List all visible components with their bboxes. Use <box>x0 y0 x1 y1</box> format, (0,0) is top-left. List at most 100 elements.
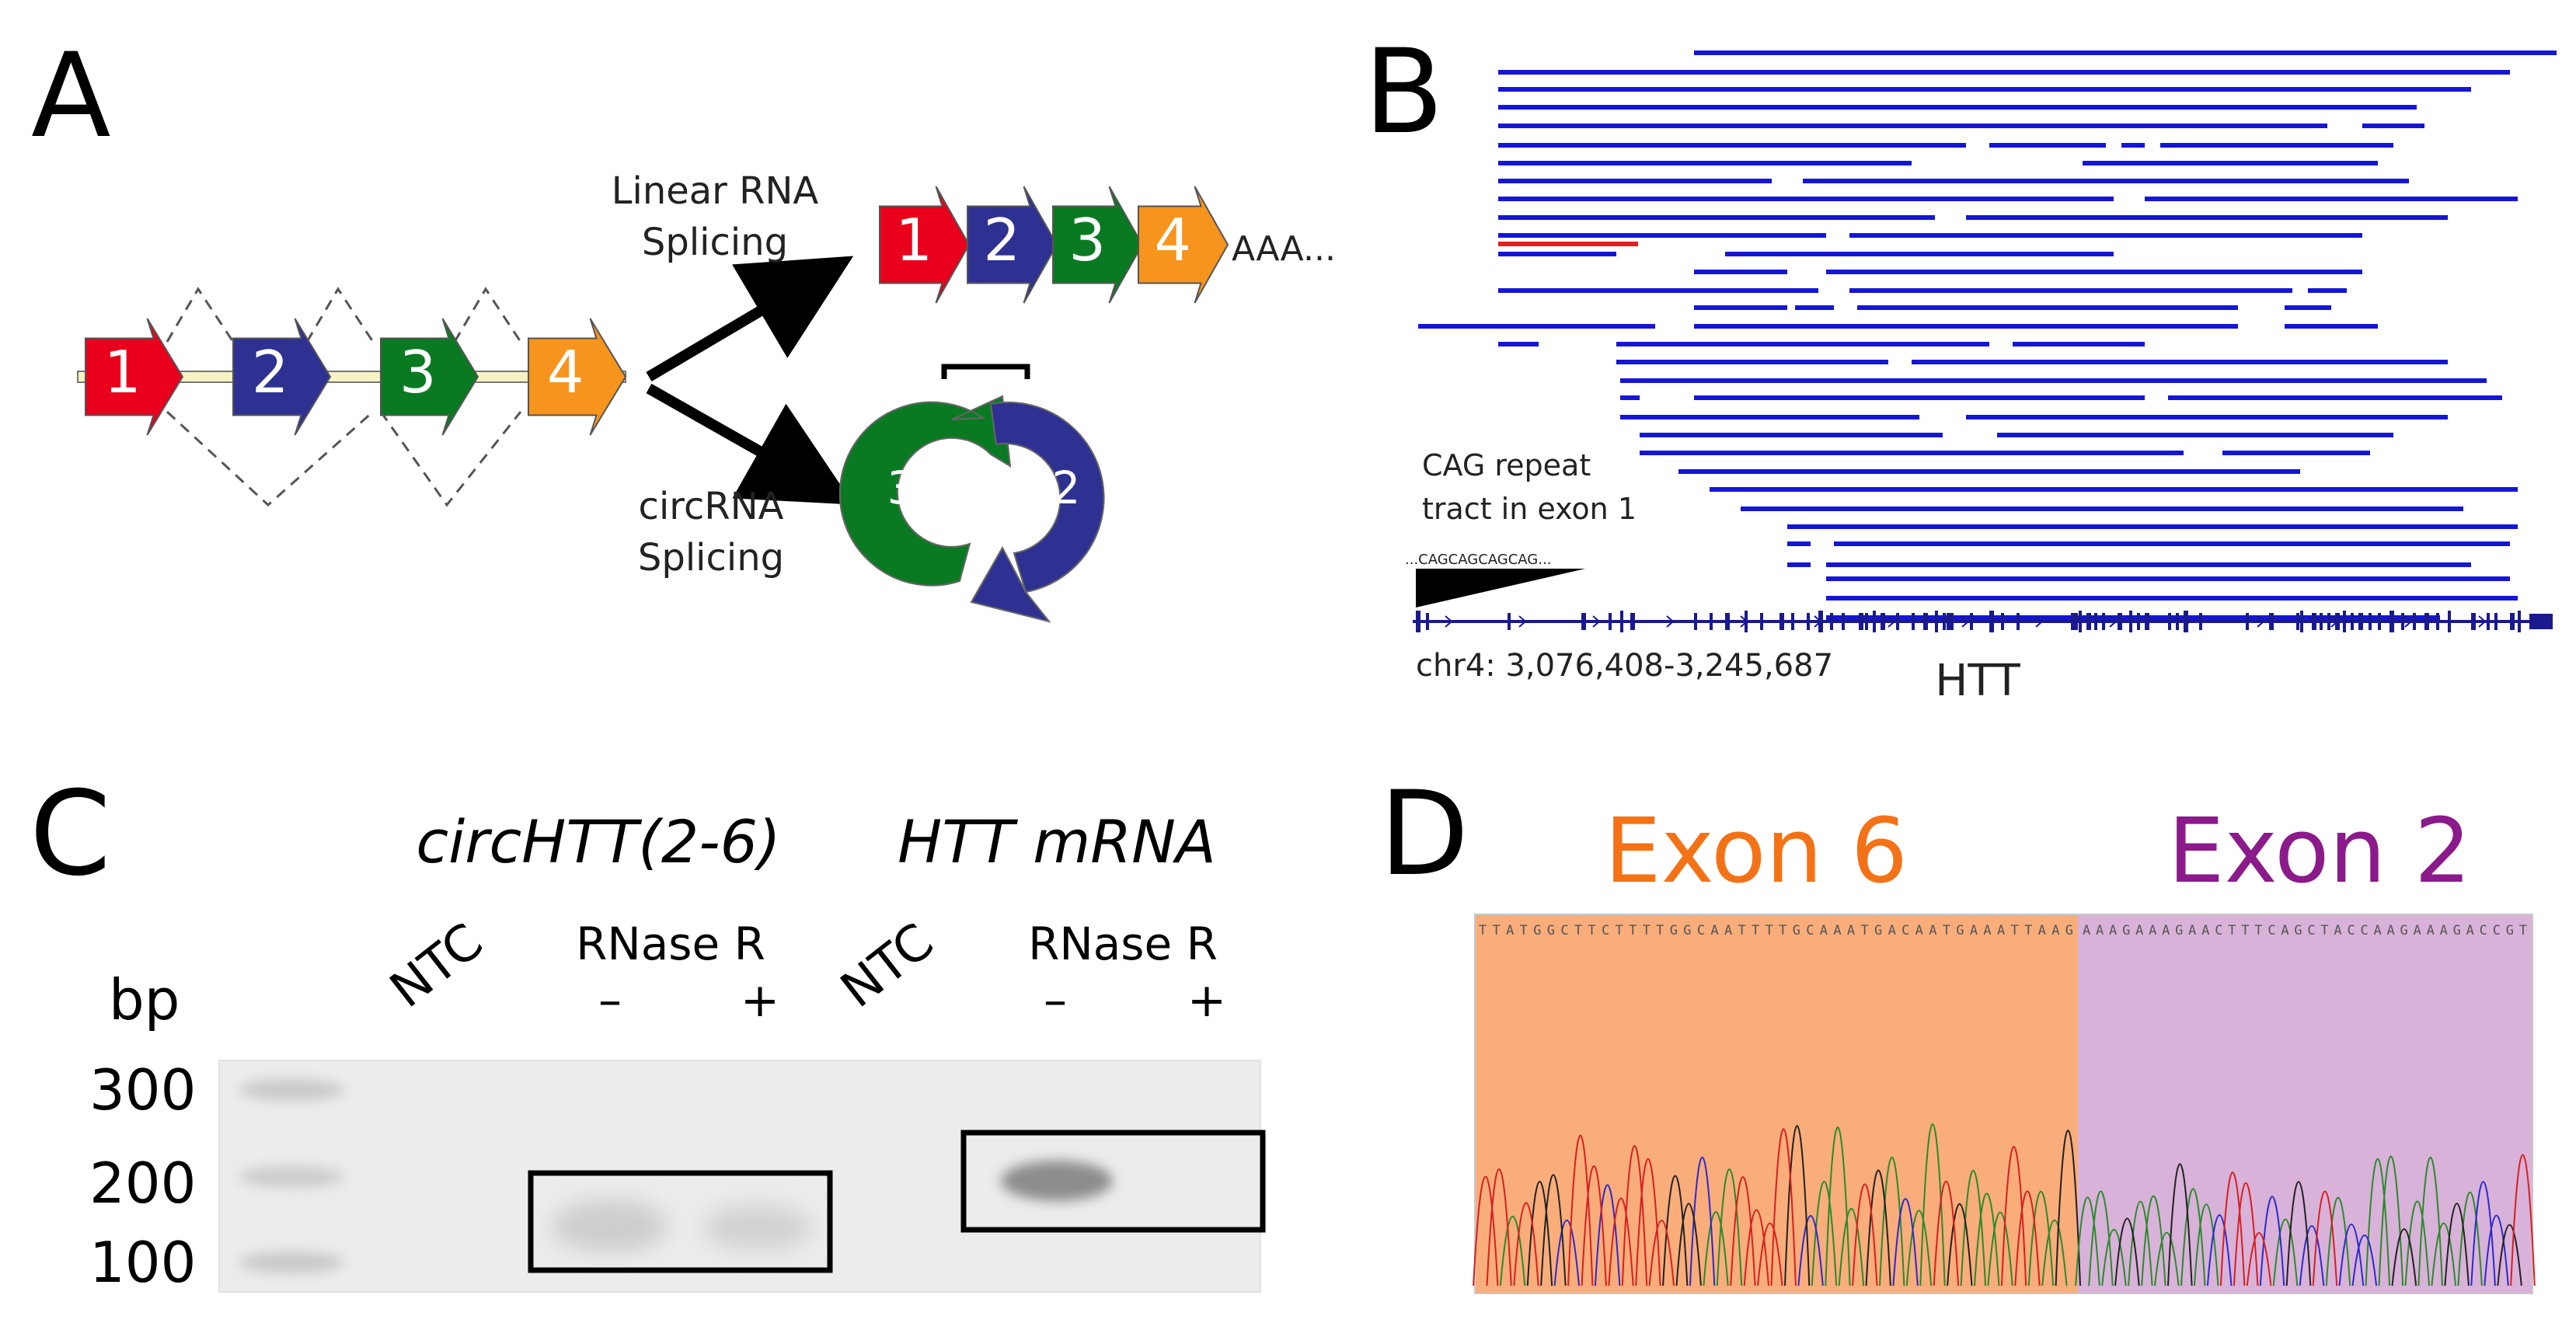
sequencing-read <box>1498 70 2510 75</box>
sequencing-read <box>1498 252 1616 256</box>
sequencing-read <box>1620 415 1919 420</box>
ladder-300: 300 <box>89 1057 196 1123</box>
gene-exon <box>1818 611 1823 632</box>
sequencing-read <box>1787 524 2518 529</box>
sequencing-read <box>1826 270 2362 274</box>
ntc-label-1: NTC <box>380 913 493 1019</box>
gene-exon <box>1791 613 1794 630</box>
sequencing-read <box>1834 541 2510 546</box>
sequencing-read <box>1849 233 2362 238</box>
sequencing-read <box>1418 324 1655 329</box>
linear-exon-1: 1 <box>879 186 971 304</box>
gene-exon <box>2448 611 2451 632</box>
trace-C <box>1553 1156 1919 1286</box>
plus-label-2: + <box>1187 973 1226 1028</box>
panel-d: D Exon 6 Exon 2 TTATGGCTTCTTTTGGCAATTTTG… <box>1379 767 2536 1294</box>
pre-exon-1: 1 <box>85 318 184 436</box>
sequencing-read <box>1989 143 2106 148</box>
gene-exon <box>2369 613 2372 630</box>
trace-A <box>1499 1123 2068 1286</box>
exon6-label: Exon 6 <box>1605 799 1908 903</box>
intron-chevron <box>1888 615 1896 628</box>
band-htt-mrna-minus <box>1001 1161 1113 1201</box>
gene-exon <box>1581 613 1586 630</box>
minus-label-2: – <box>1044 973 1067 1028</box>
sequencing-read <box>2308 288 2347 293</box>
gene-exon <box>1865 613 1868 630</box>
gene-exon <box>1830 613 1833 630</box>
sequencing-read <box>1640 433 1943 437</box>
sequencing-read <box>2145 197 2518 201</box>
sequencing-read <box>2222 451 2370 455</box>
sequencing-read <box>1498 143 1966 148</box>
linear-exon-label: 1 <box>895 206 932 274</box>
gene-exon <box>2358 613 2363 630</box>
linear-exon-4: 4 <box>1138 186 1229 304</box>
intron-chevron <box>2035 615 2044 628</box>
sequencing-read <box>2013 342 2145 346</box>
gene-exon <box>2510 613 2515 630</box>
linear-splicing-arrow <box>646 256 854 382</box>
linear-exon-label: 4 <box>1154 206 1191 274</box>
exon2-label: Exon 2 <box>2168 799 2471 903</box>
gene-exon <box>1950 613 1954 630</box>
sequencing-read <box>1694 50 2557 55</box>
gene-exon <box>1873 611 1876 632</box>
sequencing-read <box>1694 270 1787 274</box>
gene-exon <box>2199 613 2202 630</box>
sequencing-read <box>2362 124 2424 128</box>
sequencing-read <box>1694 305 1787 310</box>
ladder-100: 100 <box>89 1230 196 1295</box>
ladder-band-200 <box>239 1166 344 1188</box>
gene-track <box>1413 611 2553 632</box>
circ-exon-2-label: 2 <box>1052 461 1081 514</box>
genomic-coordinates: chr4: 3,076,408-3,245,687 <box>1416 648 1833 684</box>
intron-chevron <box>2109 615 2118 628</box>
sequencing-read <box>1966 415 2448 420</box>
pre-exon-4: 4 <box>528 318 627 436</box>
sequencing-read <box>2230 378 2487 383</box>
intron-chevron <box>2404 615 2413 628</box>
circ-label-1: circRNA <box>639 485 784 528</box>
gene-exon <box>2436 613 2439 630</box>
pre-exon-3: 3 <box>380 318 479 436</box>
pre-exon-label: 3 <box>399 338 437 406</box>
intron-chevron <box>2257 615 2265 628</box>
gene-exon <box>2518 611 2521 632</box>
linear-exon-3: 3 <box>1052 186 1144 304</box>
gene-exon <box>2102 613 2105 630</box>
gene-exon <box>2269 613 2274 630</box>
trace-T <box>2219 1154 2536 1286</box>
intron-chevron <box>1518 615 1527 628</box>
gene-exon <box>2471 613 2476 630</box>
gene-exon <box>2118 613 2122 630</box>
sequencing-read <box>1498 87 2448 92</box>
rnase-label-2: RNase R <box>1028 917 1218 970</box>
intron-chevron <box>1961 615 1970 628</box>
trace-T <box>1473 1128 2041 1286</box>
sequencing-read <box>1912 360 2176 364</box>
circ-exon-2 <box>970 401 1105 623</box>
bp-label: bp <box>109 967 180 1032</box>
sequencing-read <box>1694 395 2145 400</box>
circ-rna: 3 2 <box>838 364 1105 623</box>
gene-exon <box>2424 613 2429 630</box>
panel-b-label: B <box>1364 25 1444 160</box>
intron-chevron <box>1666 615 1675 628</box>
gene-exon <box>2378 613 2381 630</box>
back-splice-bracket <box>941 364 1030 379</box>
group-label-circhtt: circHTT(2-6) <box>416 807 780 876</box>
panel-d-label: D <box>1379 767 1469 902</box>
gene-exon <box>1943 613 1946 630</box>
band-circhtt-plus <box>703 1204 812 1251</box>
sequencing-read <box>1849 288 2292 293</box>
gene-exon <box>1859 613 1863 630</box>
box-circhtt <box>528 1170 833 1273</box>
panel-b: B CAG repeat tract in exon 1 ...CAGCAGCA… <box>1364 25 2557 706</box>
sequencing-read <box>1741 507 2463 511</box>
group-label-htt-mrna: HTT mRNA <box>898 807 1216 876</box>
sequencing-read <box>2083 161 2378 165</box>
sequencing-read <box>1694 324 2238 329</box>
sequencing-read <box>1826 596 2518 601</box>
trace-G <box>1526 1125 2081 1286</box>
